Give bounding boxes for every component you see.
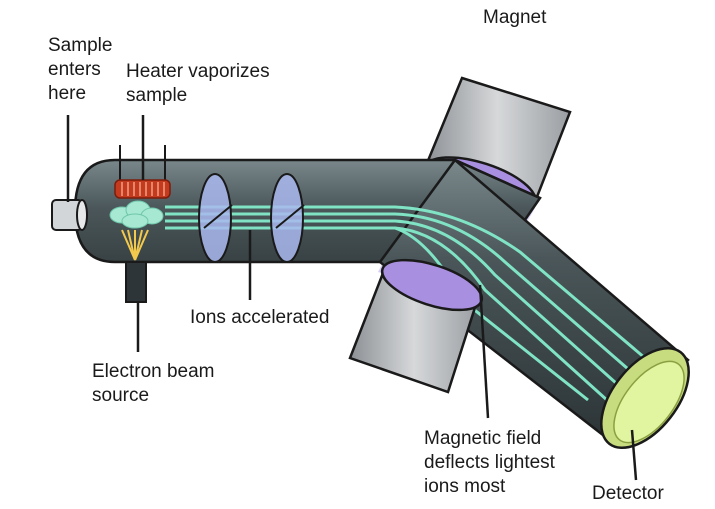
leader-lines bbox=[66, 115, 638, 481]
ion-beams bbox=[165, 205, 666, 412]
electron-beam-rays bbox=[121, 229, 149, 261]
vaporized-sample-cloud bbox=[109, 200, 164, 229]
heater-line-1: Heater vaporizes bbox=[126, 61, 270, 82]
magnetic-field-line-2: deflects lightest bbox=[424, 452, 555, 473]
electron-beam-line-1: Electron beam bbox=[92, 361, 215, 382]
sample-enters-line-3: here bbox=[48, 83, 87, 104]
electron-beam-label: Electron beam source bbox=[92, 360, 215, 408]
sample-enters-line-1: Sample bbox=[48, 35, 113, 56]
magnetic-field-line-3: ions most bbox=[424, 476, 506, 497]
detector-leader bbox=[630, 429, 638, 481]
detector-label: Detector bbox=[592, 483, 664, 504]
electron-beam-line-2: source bbox=[92, 385, 150, 406]
ion-beam-1 bbox=[165, 205, 666, 377]
magnet-label: Magnet bbox=[483, 7, 547, 28]
sample-enters-label: Sample enters here bbox=[48, 34, 112, 106]
sample-inlet bbox=[51, 199, 88, 231]
sample-enters-line-2: enters bbox=[48, 59, 101, 80]
magnetic-field-leader bbox=[478, 284, 490, 419]
heater-line-2: sample bbox=[126, 85, 188, 106]
ions-accelerated-label: Ions accelerated bbox=[190, 307, 330, 328]
accelerator-plate-2 bbox=[270, 173, 305, 263]
detector bbox=[600, 346, 690, 450]
electron-beam-source bbox=[125, 261, 147, 303]
ion-beam-3 bbox=[165, 219, 636, 402]
detector-face bbox=[613, 360, 685, 444]
heater-label: Heater vaporizes sample bbox=[126, 60, 270, 108]
ion-beam-2 bbox=[165, 212, 651, 390]
accelerator-plate-1 bbox=[198, 173, 233, 263]
magnetic-field-line-1: Magnetic field bbox=[424, 428, 542, 449]
magnetic-field-label: Magnetic field deflects lightest ions mo… bbox=[424, 427, 555, 499]
